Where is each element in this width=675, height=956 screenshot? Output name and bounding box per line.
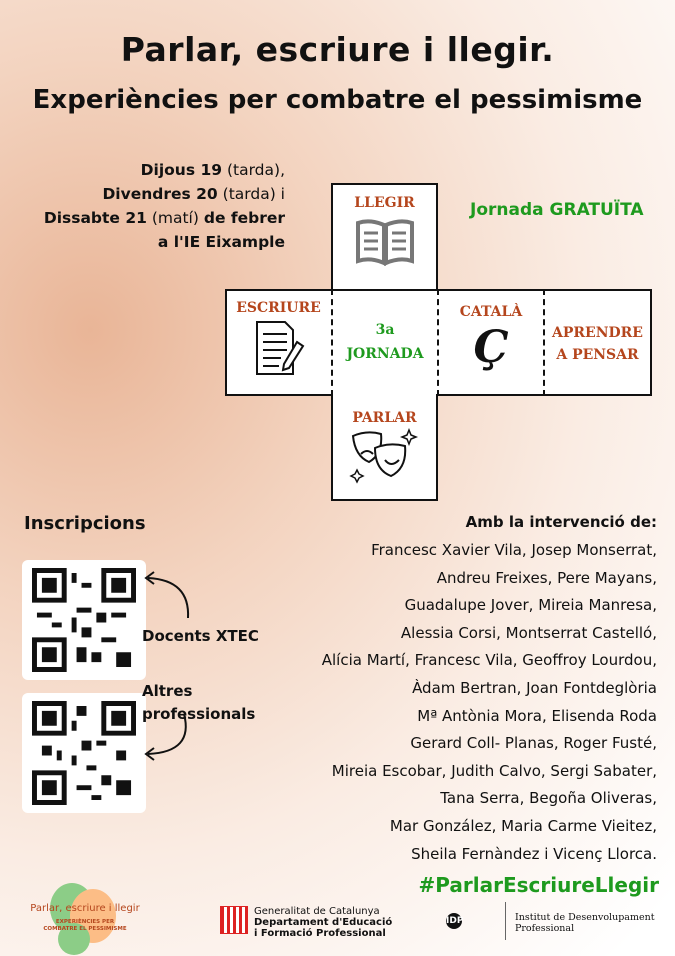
date-3-time: (matí) (146, 209, 204, 227)
date-month: de febrer (203, 209, 285, 227)
logo-subtitle: COMBATRE EL PESSIMISME (43, 926, 127, 932)
hashtag: #ParlarEscriureLlegir (418, 873, 659, 897)
generalitat-logo-icon (220, 906, 248, 934)
logo-subtitle: EXPERIÈNCIES PER (55, 919, 115, 925)
cube-face-parlar: PARLAR (331, 394, 438, 501)
qr-label-xtec: Docents XTEC (142, 627, 259, 645)
speaker-line: Francesc Xavier Vila, Josep Monserrat, (371, 541, 657, 559)
face-label: CATALÀ (459, 304, 523, 320)
qr-code-icon (32, 568, 136, 672)
cube-face-llegir: LLEGIR (331, 183, 438, 291)
arrow-icon (144, 713, 187, 761)
speaker-line: Gerard Coll- Planas, Roger Fusté, (410, 734, 657, 753)
idp-logo: Institut de Desenvolupament Professional (515, 912, 655, 934)
speaker-line: Mar González, Maria Carme Vieitez, (389, 816, 657, 835)
registration-title: Inscripcions (24, 513, 146, 534)
gen-line: i Formació Professional (254, 928, 386, 939)
logo-title: Parlar, escriure i llegir (30, 903, 140, 914)
document-pen-icon (255, 321, 304, 375)
poster-title: Parlar, escriure i llegir. (120, 30, 555, 69)
edition-number: 3a (375, 322, 395, 338)
speakers-list: Francesc Xavier Vila, Josep Monserrat, A… (322, 537, 657, 868)
speaker-line: Alícia Martí, Francesc Vila, Geoffroy Lo… (321, 651, 657, 670)
speaker-line: Àdam Bertran, Joan Fontdeglòria (412, 678, 657, 697)
date-1: Dijous 19 (140, 161, 223, 179)
qr-code-icon (32, 701, 136, 805)
face-label: LLEGIR (354, 195, 415, 211)
qr-code-xtec[interactable] (22, 560, 146, 680)
date-2-time: (tarda) i (217, 185, 285, 203)
gen-line: Departament d'Educació (254, 917, 393, 928)
cedilla-icon: Ç (473, 322, 509, 373)
theater-masks-icon (348, 427, 418, 484)
speaker-line: Tana Serra, Begoña Oliveras, (440, 789, 657, 808)
date-3: Dissabte 21 (43, 209, 147, 227)
face-label-2: A PENSAR (556, 347, 639, 363)
event-dates: Dijous 19 (tarda), Divendres 20 (tarda) … (30, 158, 285, 254)
cube-face-pensar: APRENDRE A PENSAR (545, 322, 650, 366)
cube-face-escriure: ESCRIURE (228, 300, 329, 380)
generalitat-logo: Generalitat de Catalunya Departament d'E… (254, 906, 392, 939)
qr-label-other: Altres professionals (142, 680, 255, 726)
face-label: ESCRIURE (236, 300, 321, 316)
speaker-line: Mireia Escobar, Judith Calvo, Sergi Saba… (331, 761, 657, 780)
date-1-time: (tarda), (222, 161, 285, 179)
cube-face-catala: CATALÀ Ç (440, 304, 542, 373)
speaker-line: Guadalupe Jover, Mireia Manresa, (404, 596, 657, 615)
edition-label: JORNADA (346, 346, 424, 362)
qr-label-line: Altres (142, 682, 193, 700)
face-label: PARLAR (352, 410, 417, 426)
speaker-line: Sheila Fernàndez i Vicenç Llorca. (411, 844, 657, 863)
qr-label-line: professionals (142, 705, 256, 723)
book-icon (355, 219, 414, 267)
poster-subtitle: Experiències per combatre el pessimisme (32, 85, 643, 115)
event-logo: Parlar, escriure i llegir EXPERIÈNCIES P… (20, 875, 150, 955)
speaker-line: Mª Antònia Mora, Elisenda Roda (417, 706, 657, 725)
idp-line: Professional (515, 923, 575, 934)
speaker-line: Alessia Corsi, Montserrat Castelló, (400, 623, 657, 642)
idp-line: Institut de Desenvolupament (515, 912, 655, 923)
gen-line: Generalitat de Catalunya (254, 906, 380, 917)
free-badge: Jornada GRATUÏTA (470, 200, 644, 220)
speakers-title: Amb la intervenció de: (465, 513, 657, 531)
date-2: Divendres 20 (102, 185, 218, 203)
qr-code-other[interactable] (22, 693, 146, 813)
arrow-icon (144, 571, 190, 619)
idp-mark: IDP (446, 913, 463, 929)
face-label-1: APRENDRE (552, 325, 643, 341)
speaker-line: Andreu Freixes, Pere Mayans, (436, 568, 657, 587)
idp-logo-icon: IDP (446, 913, 463, 929)
event-venue: a l'IE Eixample (157, 233, 285, 251)
cube-face-center: 3a JORNADA (334, 318, 436, 366)
